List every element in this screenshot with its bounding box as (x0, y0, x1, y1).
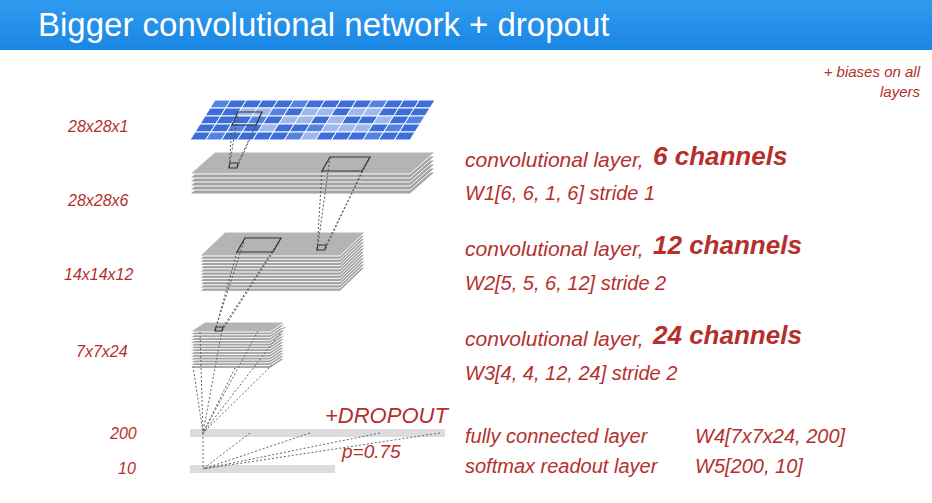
connection-line (203, 433, 204, 469)
dimension-label: 28x28x1 (68, 118, 129, 136)
layer-label: convolutional layer, (465, 148, 644, 172)
projection-line (223, 238, 281, 327)
dimension-label: 200 (110, 425, 137, 443)
projection-line (216, 238, 245, 327)
dimension-label: 10 (118, 460, 136, 478)
projection-line (237, 125, 256, 168)
projection-line (325, 171, 362, 250)
connection-line (203, 327, 285, 433)
weight-label: W5[200, 10] (695, 455, 803, 478)
dimension-label: 14x14x12 (64, 266, 133, 284)
feature-map-layer (200, 232, 365, 256)
pixel-cell (404, 116, 425, 124)
projection-line (229, 125, 232, 168)
note: + biases on all layers (810, 62, 920, 101)
channel-count: 24 channels (653, 321, 802, 351)
weight-label: W4[7x7x24, 200] (695, 425, 845, 448)
dimension-label: 28x28x6 (68, 192, 129, 210)
connection-line (203, 433, 310, 469)
layer-label: softmax readout layer (465, 455, 657, 478)
dense-layer-bar (190, 429, 445, 437)
channel-count: 6 channels (653, 142, 787, 172)
feature-map-stacks (190, 152, 435, 368)
pixel-cell (409, 108, 430, 116)
weight-label: W2[5, 5, 6, 12] stride 2 (465, 272, 666, 295)
output-cell (317, 245, 326, 250)
connection-line (203, 330, 222, 433)
pixel-cell (414, 100, 435, 108)
receptive-field (237, 238, 281, 252)
weight-label: W1[6, 6, 1, 6] stride 1 (465, 182, 655, 205)
projection-line (318, 157, 330, 245)
dropout-probability: p=0.75 (342, 441, 401, 463)
pixel-cell (394, 132, 415, 140)
projection-line (317, 171, 322, 250)
projection-line (222, 252, 273, 331)
receptive-field (232, 112, 262, 125)
pixel-cell (399, 124, 420, 132)
connection-line (203, 331, 258, 433)
channel-count: 12 channels (653, 231, 802, 261)
layer-label: convolutional layer, (465, 327, 644, 351)
receptive-field (322, 157, 370, 171)
connection-line (203, 365, 272, 433)
feature-map-layer (190, 152, 435, 174)
input-image-grid (190, 100, 435, 140)
weight-label: W3[4, 4, 12, 24] stride 2 (465, 362, 677, 385)
slide-title: Bigger convolutional network + dropout (38, 6, 609, 44)
output-cell (229, 163, 238, 168)
connection-line (203, 368, 235, 433)
dropout-label: +DROPOUT (325, 403, 448, 428)
dimension-label: 7x7x24 (76, 343, 128, 361)
connection-line (203, 433, 250, 469)
layer-label: convolutional layer, (465, 237, 644, 261)
layer-label: fully connected layer (465, 425, 647, 448)
connection-line (203, 433, 440, 469)
feature-map-layer (190, 322, 285, 332)
softmax-layer-bar (190, 465, 335, 473)
projection-line (215, 252, 237, 331)
connection-line (193, 366, 203, 433)
